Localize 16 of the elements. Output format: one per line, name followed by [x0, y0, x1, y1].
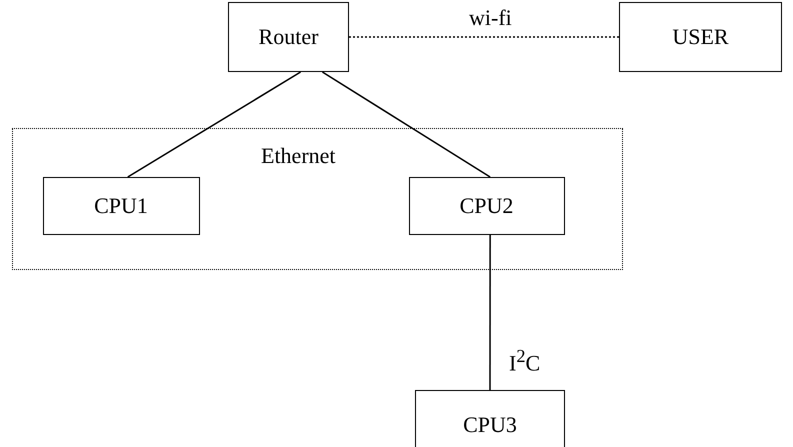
network-region	[12, 128, 623, 270]
connector-line	[127, 71, 301, 178]
node-label: CPU1	[94, 192, 148, 218]
device-box	[228, 2, 349, 72]
connector-line	[349, 36, 619, 38]
device-box	[42, 176, 200, 234]
node-label: CPU2	[460, 192, 514, 218]
node-label: CPU3	[463, 412, 517, 438]
device-box	[415, 390, 565, 447]
node-label: USER	[672, 24, 729, 50]
connector-line	[322, 71, 491, 178]
node-label: Router	[258, 24, 318, 50]
region-label: Ethernet	[261, 143, 336, 169]
device-box	[619, 2, 782, 72]
device-box	[408, 176, 564, 234]
connector-line	[489, 235, 491, 390]
